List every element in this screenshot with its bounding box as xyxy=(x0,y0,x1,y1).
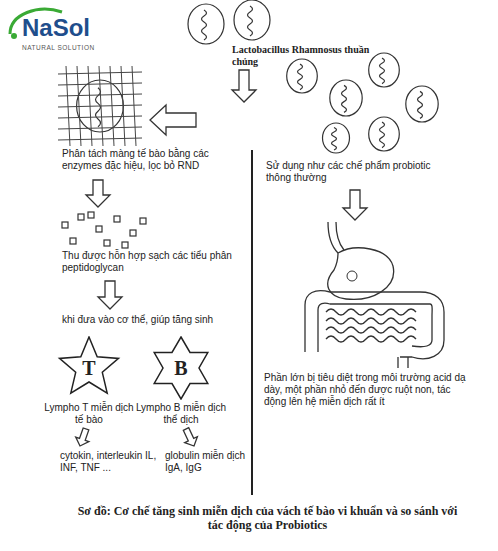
divider xyxy=(251,150,253,495)
block-arrow xyxy=(86,180,110,207)
cell-heading: Lympho T miễn dịch tế bào xyxy=(43,402,135,426)
logo-text: NaSol xyxy=(22,14,90,43)
grid-line xyxy=(66,66,70,146)
dna-strand xyxy=(298,64,303,89)
bacterium xyxy=(406,86,438,122)
grid-line xyxy=(121,66,125,146)
small-intestine xyxy=(326,309,416,342)
particle xyxy=(62,222,68,228)
bacterium xyxy=(369,117,400,151)
bacterium xyxy=(287,59,318,93)
particle xyxy=(130,230,136,236)
particle xyxy=(114,216,120,222)
grid-line xyxy=(58,72,142,74)
lymphocyte-star: TLympho T miễn dịch tế bào xyxy=(43,336,135,428)
cell-letter: T xyxy=(43,336,135,400)
peptidoglycan-particles xyxy=(62,212,146,248)
bacterium xyxy=(234,0,270,40)
bacteria xyxy=(77,0,439,153)
block-arrow xyxy=(150,105,196,135)
particle xyxy=(70,238,76,244)
grid-line xyxy=(58,138,142,140)
cell-heading: Lympho B miễn dịch thể dịch xyxy=(135,402,227,426)
block-arrow xyxy=(76,428,89,446)
note-text: Sử dụng như các chế phẩm probiotic thông… xyxy=(266,160,446,184)
dna-strand xyxy=(202,10,207,40)
note-text: Phần lớn bị tiêu diệt trong môi trường a… xyxy=(264,372,474,408)
bacterium xyxy=(188,4,224,44)
dna-strand xyxy=(332,128,337,151)
block-arrow xyxy=(183,428,197,446)
logo-dot xyxy=(11,33,17,39)
grid-line xyxy=(58,127,142,129)
note-text: Lactobacillus Rhamnosus thuần chủng xyxy=(232,44,372,68)
caption: Sơ đồ: Cơ chế tăng sinh miễn dịch của vá… xyxy=(70,504,465,533)
particle xyxy=(140,218,146,224)
intestine-coil xyxy=(326,318,416,324)
particle xyxy=(122,242,128,248)
large-intestine xyxy=(305,291,444,359)
digestive-tract xyxy=(305,222,444,368)
rectum xyxy=(398,357,408,368)
grid-line xyxy=(132,66,136,146)
bacterium xyxy=(330,80,362,116)
dna-strand xyxy=(342,85,347,112)
bacterium xyxy=(323,123,350,153)
note-text: globulin miễn dịch IgA, IgG xyxy=(165,450,247,474)
lymphocyte-star: BLympho B miễn dịch thể dịch xyxy=(135,336,227,428)
block-arrow xyxy=(232,70,256,102)
note-text: Thu được hỗn hợp sạch các tiểu phân pept… xyxy=(62,250,247,274)
logo-text: NATURAL SOLUTION xyxy=(22,44,95,52)
block-arrow xyxy=(98,281,122,309)
grid-line xyxy=(58,105,142,107)
particle xyxy=(78,214,84,220)
note-text: Phân tách màng tế bào bằng các enzymes đ… xyxy=(62,148,237,172)
dna-strand xyxy=(418,91,423,118)
note-text: cytokin, interleukin IL, INF, TNF ... xyxy=(60,450,160,474)
bacterium-in-stomach xyxy=(347,271,357,281)
grid-line xyxy=(110,66,114,146)
dna-strand xyxy=(96,88,101,127)
grid-line xyxy=(58,116,142,118)
intestine-coil xyxy=(326,327,416,333)
note-text: khi đưa vào cơ thể, giúp tăng sinh xyxy=(62,314,247,326)
intestine-coil xyxy=(326,336,416,342)
esophagus xyxy=(336,222,344,250)
dna-strand xyxy=(380,58,385,83)
cell-wall-grid xyxy=(58,66,142,146)
dna-strand xyxy=(380,122,385,148)
bacterium xyxy=(369,53,400,87)
block-arrow xyxy=(343,190,367,220)
particle xyxy=(88,212,94,218)
large-intestine xyxy=(318,303,432,352)
cell-letter: B xyxy=(135,336,227,400)
particle xyxy=(104,240,110,246)
dna-strand xyxy=(248,6,253,36)
particle xyxy=(96,226,102,232)
intestine-coil xyxy=(326,309,416,315)
